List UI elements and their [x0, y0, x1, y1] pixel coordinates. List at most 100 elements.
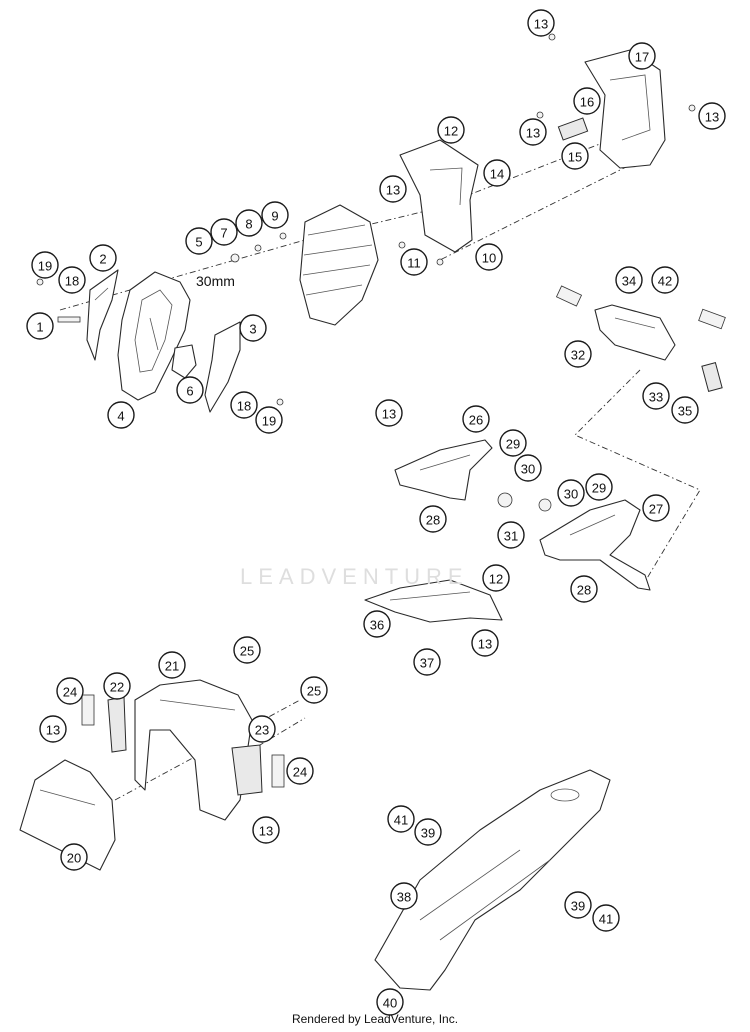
callout-number: 35 [678, 404, 692, 419]
callout-circle [573, 87, 601, 115]
headlight-bracket-part-10 [398, 139, 479, 266]
callout-number: 42 [658, 274, 672, 289]
callout-12: 12 [437, 116, 465, 144]
callout-number: 24 [293, 765, 307, 780]
callout-24: 24 [286, 757, 314, 785]
screw-part-1 [57, 316, 81, 323]
callout-number: 15 [568, 150, 582, 165]
callout-number: 33 [649, 390, 663, 405]
callout-25: 25 [300, 676, 328, 704]
callout-number: 37 [420, 656, 434, 671]
callout-number: 39 [571, 899, 585, 914]
callout-circle [58, 266, 86, 294]
callout-25: 25 [233, 636, 261, 664]
callout-circle [413, 648, 441, 676]
callout-13: 13 [527, 9, 555, 37]
callout-19: 19 [31, 251, 59, 279]
callout-24: 24 [56, 677, 84, 705]
callout-number: 13 [526, 126, 540, 141]
callout-circle [564, 340, 592, 368]
callout-10: 10 [475, 243, 503, 271]
callout-number: 38 [397, 890, 411, 905]
callout-28: 28 [570, 575, 598, 603]
callout-number: 16 [580, 95, 594, 110]
callout-number: 11 [407, 256, 421, 271]
callout-circle [642, 494, 670, 522]
callout-40: 40 [376, 988, 404, 1016]
callout-38: 38 [390, 882, 418, 910]
callout-13: 13 [379, 175, 407, 203]
callout-circle [437, 116, 465, 144]
bracket-part-26 [394, 439, 493, 501]
callout-number: 3 [249, 322, 256, 337]
callout-number: 20 [67, 851, 81, 866]
callout-number: 12 [489, 572, 503, 587]
callout-circle [698, 102, 726, 130]
callout-41: 41 [592, 904, 620, 932]
small-fasteners-5-9 [36, 232, 287, 406]
callout-41: 41 [387, 805, 415, 833]
callout-circle [103, 672, 131, 700]
callout-circle [248, 715, 276, 743]
callout-number: 40 [383, 996, 397, 1011]
callout-number: 29 [506, 437, 520, 452]
callout-circle [570, 575, 598, 603]
callout-circle [255, 406, 283, 434]
callout-number: 9 [271, 209, 278, 224]
callout-circle [651, 266, 679, 294]
callout-circle [483, 159, 511, 187]
callout-31: 31 [497, 521, 525, 549]
callout-circle [475, 243, 503, 271]
callout-number: 13 [46, 723, 60, 738]
footer-credit: Rendered by LeadVenture, Inc. [291, 1012, 459, 1026]
callout-circle [400, 248, 428, 276]
callout-13: 13 [252, 816, 280, 844]
callout-number: 28 [426, 513, 440, 528]
callout-number: 22 [110, 680, 124, 695]
callout-circle [557, 479, 585, 507]
callout-23: 23 [248, 715, 276, 743]
license-holder-part-32 [555, 285, 726, 392]
callout-number: 30 [521, 462, 535, 477]
callout-3: 3 [239, 314, 267, 342]
callout-number: 13 [382, 407, 396, 422]
callout-circle [375, 399, 403, 427]
callout-circle [210, 218, 238, 246]
callout-circle [286, 757, 314, 785]
callout-6: 6 [176, 376, 204, 404]
callout-number: 25 [240, 644, 254, 659]
callout-number: 21 [165, 659, 179, 674]
callout-number: 13 [478, 637, 492, 652]
callout-circle [527, 9, 555, 37]
callout-number: 17 [635, 50, 649, 65]
callout-circle [482, 564, 510, 592]
callout-26: 26 [462, 405, 490, 433]
callout-circle [31, 251, 59, 279]
callout-29: 29 [585, 473, 613, 501]
callout-number: 32 [571, 348, 585, 363]
callout-27: 27 [642, 494, 670, 522]
callout-number: 12 [444, 124, 458, 139]
callout-11: 11 [400, 248, 428, 276]
callout-number: 19 [38, 259, 52, 274]
side-cover-part-2 [86, 269, 119, 361]
callout-number: 29 [592, 481, 606, 496]
callout-30: 30 [514, 454, 542, 482]
callout-circle [671, 396, 699, 424]
callout-8: 8 [235, 209, 263, 237]
fender-part-21 [134, 679, 253, 821]
callout-circle [26, 312, 54, 340]
callout-circle [615, 266, 643, 294]
callout-number: 26 [469, 413, 483, 428]
callout-circle [642, 382, 670, 410]
callout-circle [462, 405, 490, 433]
callout-13: 13 [39, 715, 67, 743]
callout-number: 5 [195, 235, 202, 250]
callout-circle [39, 715, 67, 743]
callout-34: 34 [615, 266, 643, 294]
callout-28: 28 [419, 505, 447, 533]
callout-35: 35 [671, 396, 699, 424]
callout-7: 7 [210, 218, 238, 246]
rear-panel-part-38 [374, 769, 611, 991]
